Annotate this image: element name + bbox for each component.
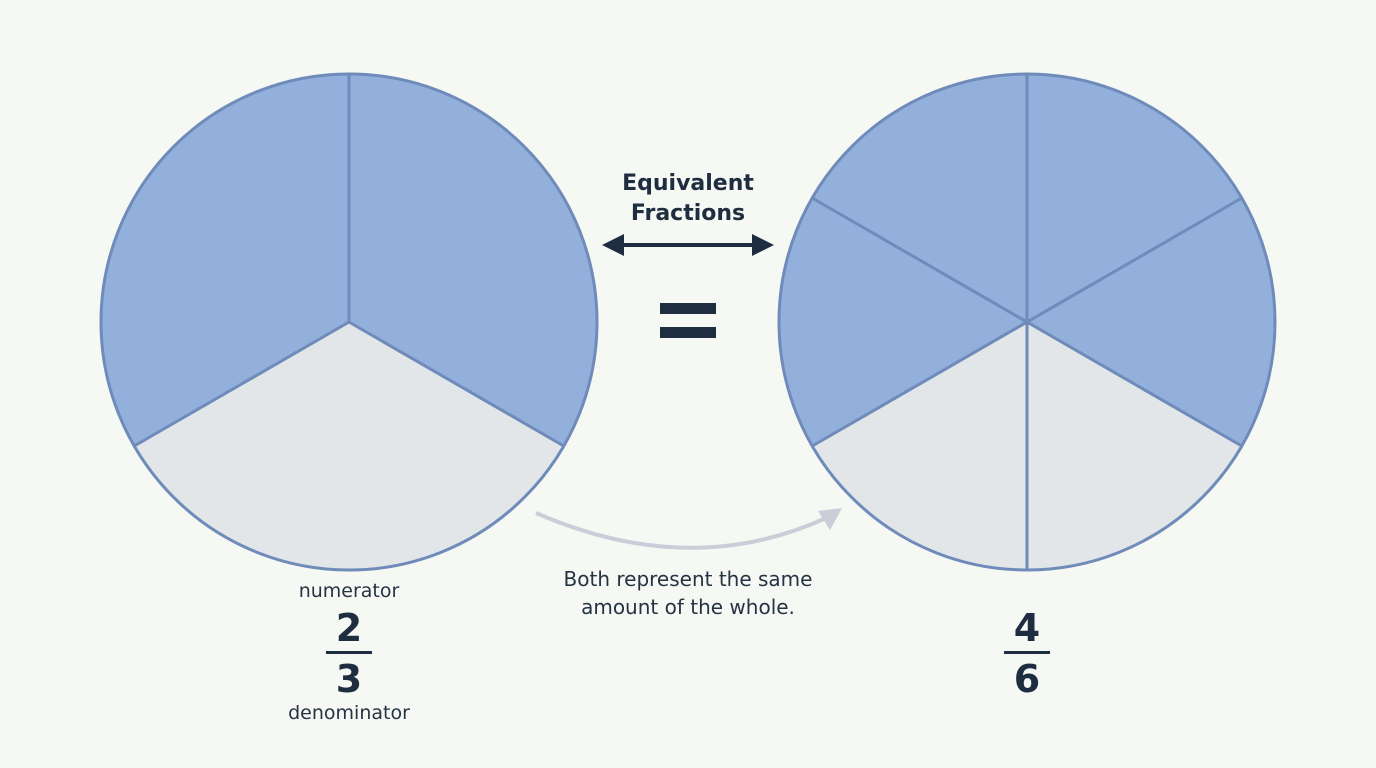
caption-line-1: Both represent the same: [563, 567, 813, 591]
left-pie-chart: [99, 72, 599, 572]
curved-arrow-icon: [535, 508, 842, 550]
equals-sign-icon: [660, 303, 716, 338]
title-line-2: Fractions: [630, 201, 746, 226]
caption-text: Both represent the same amount of the wh…: [564, 565, 813, 621]
diagram-title: Equivalent Fractions: [622, 169, 754, 229]
left-numerator: 2: [335, 606, 363, 650]
right-pie-slice-shaded-2: [1027, 198, 1276, 446]
right-pie-chart: [777, 72, 1277, 572]
left-pie-outline: [99, 72, 599, 572]
right-pie-slice-shaded-1: [1027, 74, 1242, 322]
double-arrow-icon: [602, 234, 774, 256]
right-pie-outline: [777, 72, 1277, 572]
left-pie-slice-shaded-1: [100, 74, 349, 446]
right-numerator: 4: [1013, 606, 1041, 650]
left-pie-slice-shaded-2: [349, 74, 598, 446]
caption-line-2: amount of the whole.: [581, 595, 795, 619]
left-fraction-bar: [326, 651, 372, 654]
right-pie-slice-shaded-3: [778, 198, 1027, 446]
right-fraction-bar: [1004, 651, 1050, 654]
title-line-1: Equivalent: [622, 171, 754, 196]
right-pie-slice-unshaded-1: [1027, 322, 1242, 570]
numerator-label: numerator: [298, 580, 400, 602]
denominator-label: denominator: [288, 702, 410, 724]
right-denominator: 6: [1013, 657, 1041, 701]
right-pie-slice-shaded-4: [812, 74, 1027, 322]
left-denominator: 3: [335, 657, 363, 701]
right-pie-slice-unshaded-2: [812, 322, 1027, 570]
